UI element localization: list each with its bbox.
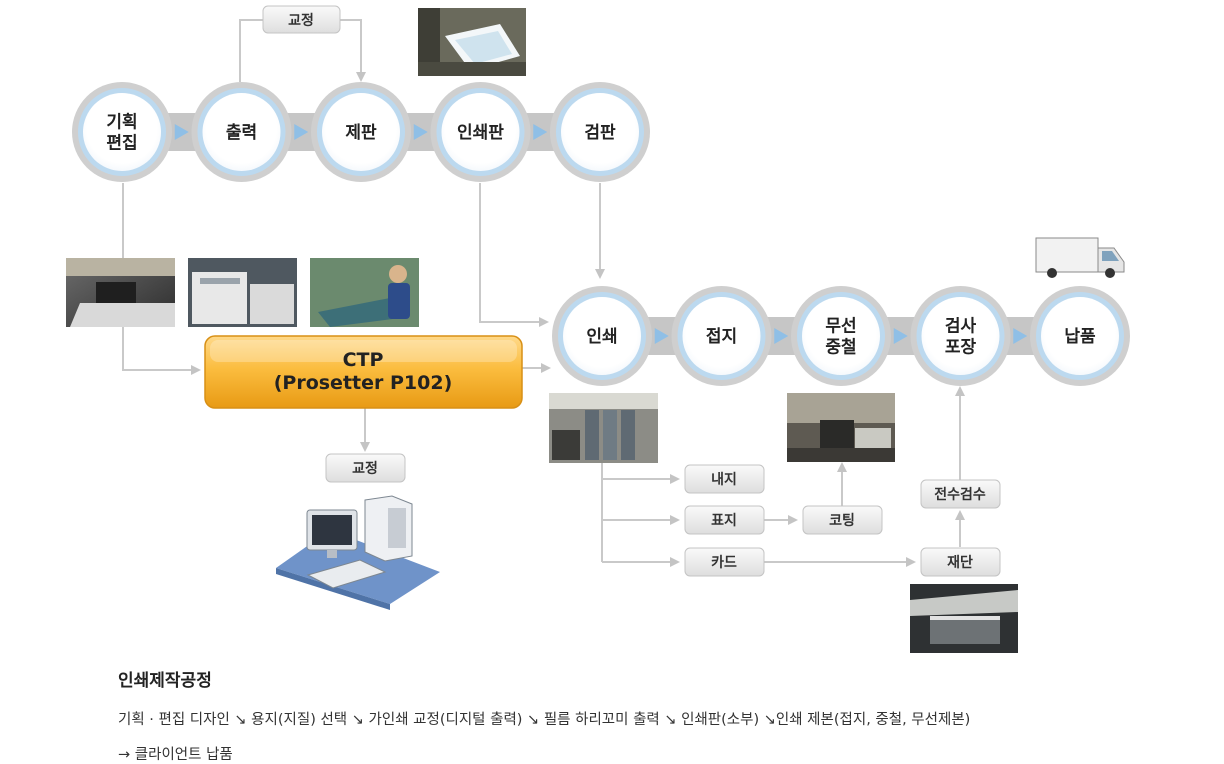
binding-photo — [787, 393, 895, 462]
bottom-arrow-0 — [654, 328, 669, 344]
bottom-node-label-3-0: 검사 — [945, 317, 977, 337]
bottom-arrow-3 — [1013, 328, 1028, 344]
branch-coating-label: 코팅 — [829, 512, 855, 529]
top-node-label-3-0: 인쇄판 — [457, 123, 504, 143]
ctp-box: CTP (Prosetter P102) — [204, 335, 523, 409]
bottom-node-4: 납품 — [1030, 286, 1130, 386]
line-planning-to-ctp — [122, 183, 201, 375]
branch-cutting: 재단 — [920, 547, 1001, 577]
top-node-label-4-0: 검판 — [584, 123, 616, 143]
bottom-node-label-4-0: 납품 — [1064, 327, 1096, 347]
top-arrow-1 — [294, 124, 309, 140]
branch-inner: 내지 — [684, 464, 765, 494]
bottom-node-label-2-1: 중철 — [825, 338, 856, 358]
top-node-1: 출력 — [191, 82, 292, 182]
ctp-title: CTP — [343, 349, 384, 371]
branch-inspection: 전수검수 — [920, 479, 1001, 509]
ctp-machine-photo-1 — [66, 258, 175, 327]
connector-lines — [122, 19, 965, 567]
bottom-node-label-2-0: 무선 — [825, 317, 856, 337]
top-proof-label: 교정 — [288, 12, 314, 29]
top-node-2: 제판 — [311, 82, 411, 182]
branch-cover: 표지 — [684, 505, 765, 535]
branch-card-label: 카드 — [711, 555, 737, 571]
truck-icon — [1035, 237, 1125, 278]
branch-cutting-label: 재단 — [947, 554, 973, 571]
footer-title: 인쇄제작공정 — [118, 671, 212, 691]
press-photo — [549, 393, 658, 463]
top-node-label-0-0: 기획 — [106, 113, 137, 133]
bottom-node-label-0-0: 인쇄 — [586, 327, 617, 347]
ctp-proof-label: 교정 — [352, 460, 378, 477]
bottom-node-0: 인쇄 — [552, 286, 652, 386]
bottom-node-label-3-1: 포장 — [945, 338, 977, 358]
line-proof-to-plate — [340, 19, 366, 82]
branch-inner-label: 내지 — [711, 472, 737, 488]
cutting-photo — [910, 584, 1018, 653]
footer-steps: 기획 · 편집 디자인 ↘ 용지(지질) 선택 ↘ 가인쇄 교정(디지털 출력)… — [118, 712, 971, 728]
branch-card: 카드 — [684, 547, 765, 577]
top-proof-box: 교정 — [262, 5, 341, 34]
top-node-label-2-0: 제판 — [345, 123, 377, 143]
bottom-arrow-2 — [893, 328, 908, 344]
branch-coating: 코팅 — [802, 505, 883, 535]
footer-end: → 클라이언트 납품 — [118, 747, 233, 763]
top-arrow-3 — [533, 124, 548, 140]
ctp-proof-box: 교정 — [325, 453, 406, 483]
ctp-model: (Prosetter P102) — [274, 372, 453, 394]
bottom-node-label-1-0: 접지 — [706, 327, 737, 347]
bottom-node-1: 접지 — [671, 286, 772, 386]
ctp-operator-photo — [310, 258, 419, 327]
computer-icon — [276, 495, 440, 610]
branch-inspection-label: 전수검수 — [934, 486, 986, 503]
top-node-4: 검판 — [550, 82, 650, 182]
ctp-machine-photo-2 — [188, 258, 297, 327]
branch-cover-label: 표지 — [711, 513, 737, 529]
line-plate-to-print — [479, 183, 549, 327]
plate-photo — [418, 8, 526, 76]
top-arrow-2 — [413, 124, 428, 140]
top-node-label-0-1: 편집 — [106, 134, 137, 154]
top-arrow-0 — [174, 124, 189, 140]
top-node-label-1-0: 출력 — [226, 123, 257, 143]
line-output-to-proof — [239, 19, 263, 82]
top-node-3: 인쇄판 — [430, 82, 531, 182]
bottom-arrow-1 — [774, 328, 789, 344]
